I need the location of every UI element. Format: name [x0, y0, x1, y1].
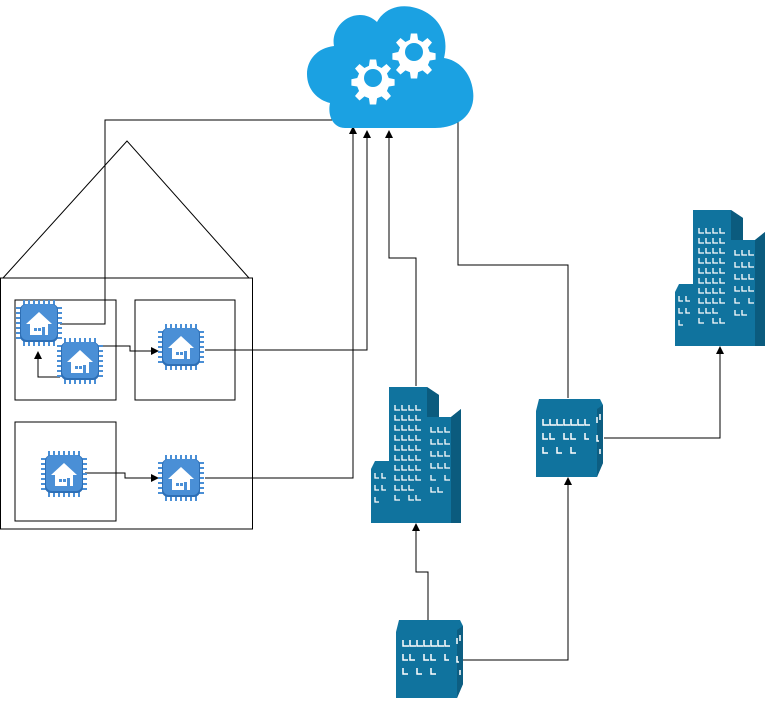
iot-device-4-icon [41, 451, 87, 497]
office-block-center-icon [535, 398, 604, 478]
iot-device-5-icon [158, 455, 204, 501]
connector-block-center-cloud [454, 102, 569, 398]
iot-device-2-icon [57, 338, 103, 384]
connector-device2-device3 [100, 345, 159, 355]
connector-towers-cloud [385, 130, 417, 386]
iot-device-3-icon [158, 324, 204, 370]
connector-block-bottom-block-center [463, 477, 572, 661]
connector-device4-device5 [85, 472, 159, 482]
room-3 [14, 421, 117, 522]
connector-device2-device1 [34, 351, 60, 378]
office-towers-right-icon [674, 209, 766, 347]
connector-device1-cloud [60, 113, 347, 325]
cloud-gears-icon [307, 6, 474, 128]
connectors [34, 102, 724, 661]
connector-block-center-right-towers [604, 346, 724, 439]
room-1 [14, 299, 117, 401]
office-towers-center-icon [370, 386, 462, 524]
iot-device-1-icon [16, 300, 62, 346]
connector-block-bottom-towers [412, 523, 429, 620]
house-outline [0, 140, 253, 530]
office-block-bottom-icon [395, 619, 464, 699]
connector-device3-cloud [205, 130, 371, 351]
connector-device5-cloud [205, 126, 357, 479]
